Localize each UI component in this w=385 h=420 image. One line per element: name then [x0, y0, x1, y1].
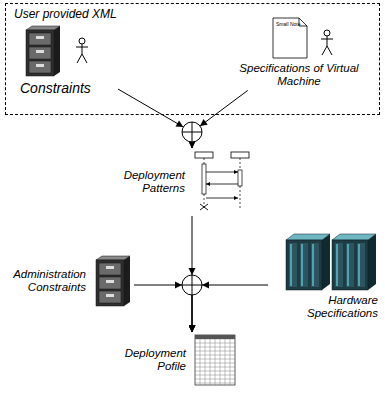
icon-frame [282, 232, 378, 292]
node-label: Constraints [20, 80, 110, 96]
deployment-patterns-node: Deployment Patterns [103, 148, 255, 216]
flow-arrow [192, 90, 248, 148]
text-block: Deployment Pofile [108, 347, 186, 373]
node-label: Specifications of Virtual Machine [231, 62, 367, 88]
deployment-profile-node: Deployment Pofile [106, 332, 238, 388]
hardware-spec-node: Hardware Specifications [268, 230, 380, 322]
cabinet-icon [94, 254, 132, 308]
node-label: Hardware Specifications [276, 294, 378, 320]
merge-arrowhead [202, 282, 209, 289]
merge-arrowhead [176, 120, 184, 127]
text-block: Deployment Patterns [105, 169, 185, 195]
icon-frame [94, 254, 132, 308]
flow-arrow [118, 89, 192, 148]
constraints-icon-node: Constraints [18, 22, 118, 98]
icon-frame: Small Note [253, 16, 345, 60]
merge-arrowhead [189, 268, 196, 275]
plus-symbol [182, 275, 202, 295]
racks-icon [282, 232, 378, 292]
text-block: Specifications of Virtual Machine [231, 62, 367, 88]
xml-input-group: User provided XML Constraints Small NoteSp… [5, 3, 380, 115]
merge-arrowhead [200, 119, 208, 126]
text-block: Hardware Specifications [276, 294, 378, 320]
cabinetFig-icon [20, 24, 100, 78]
icon-frame [20, 24, 100, 78]
text-block: User provided XML [14, 8, 117, 22]
node-label: Deployment Pofile [108, 347, 186, 373]
vm-spec-icon-node: Small NoteSpecifications of Virtual Mach… [226, 14, 372, 90]
flow-arrow [192, 285, 268, 332]
icon-frame [194, 334, 236, 386]
grid-icon [194, 334, 236, 386]
seq-icon [193, 150, 253, 214]
admin-constraints-node: Administration Constraints [4, 252, 134, 310]
icon-frame [193, 150, 253, 214]
plus-symbol [182, 122, 202, 142]
flow-arrow [134, 285, 192, 332]
node-label: Administration Constraints [6, 268, 86, 294]
text-block: Constraints [20, 80, 110, 96]
group-heading: User provided XML [14, 8, 117, 22]
note-caption: Small Note [276, 22, 300, 27]
node-label: Deployment Patterns [105, 169, 185, 195]
text-block: Administration Constraints [6, 268, 86, 294]
merge-arrowhead [175, 282, 182, 289]
